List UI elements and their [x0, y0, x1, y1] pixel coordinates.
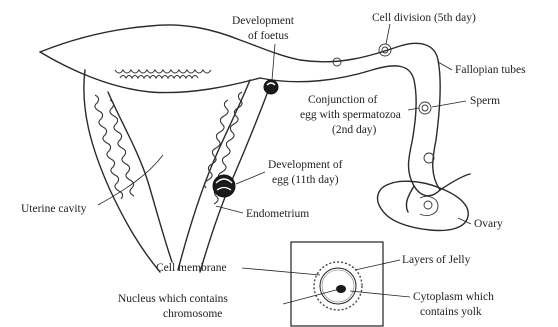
ovary	[378, 181, 469, 230]
endometrium-top-texture	[115, 70, 211, 73]
fallopian-tubes-text: Fallopian tubes	[455, 64, 526, 76]
sperm-text: Sperm	[470, 95, 500, 107]
endometrium-top-texture-2	[120, 76, 198, 79]
egg-inset-frame	[291, 242, 383, 326]
uterus-right-wall	[178, 80, 250, 270]
uterus	[40, 25, 300, 272]
development-of-egg-line1: Development of	[268, 159, 343, 171]
development-of-egg-leader	[236, 172, 265, 184]
label-fallopian-tubes: Fallopian tubes	[438, 62, 526, 76]
label-nucleus: Nucleus which contains chromosome	[118, 290, 336, 320]
endometrium-text: Endometrium	[246, 208, 309, 220]
fertilization-egg-inner	[422, 105, 428, 111]
development-of-foetus-line2: of foetus	[248, 30, 289, 42]
endometrium-left-texture	[95, 95, 123, 199]
label-cell-membrane: Cell membrane	[156, 262, 320, 275]
label-layers-of-jelly: Layers of Jelly	[355, 254, 471, 270]
developing-embryos	[213, 80, 278, 197]
layers-of-jelly-leader	[355, 260, 400, 270]
development-of-egg-line2: egg (11th day)	[272, 174, 339, 186]
cytoplasm-line2: contains yolk	[420, 306, 482, 318]
egg-inset	[291, 242, 383, 326]
development-of-foetus-line1: Development	[232, 15, 295, 27]
conjunction-leader	[408, 108, 419, 110]
label-conjunction: Conjunction of egg with spermatozoa (2nd…	[300, 94, 419, 136]
cell-membrane-text: Cell membrane	[156, 262, 227, 274]
ovary-text: Ovary	[474, 218, 503, 230]
cytoplasm-line1: Cytoplasm which	[413, 291, 494, 303]
development-of-foetus-leader	[272, 44, 275, 80]
label-ovary: Ovary	[458, 218, 503, 230]
nucleus-line1: Nucleus which contains	[118, 293, 228, 305]
label-development-of-egg: Development of egg (11th day)	[236, 159, 343, 186]
cell-division-leader	[386, 24, 390, 44]
egg-11th-day	[213, 175, 235, 197]
ovary-outline	[378, 181, 469, 230]
label-cell-division: Cell division (5th day)	[372, 12, 476, 44]
sperm-leader	[432, 101, 466, 107]
nucleus	[336, 285, 346, 293]
uterine-cavity-text: Uterine cavity	[21, 203, 87, 215]
fertilization-egg	[419, 102, 431, 114]
layers-of-jelly-text: Layers of Jelly	[402, 254, 471, 266]
cell-membrane-leader	[242, 268, 320, 275]
conjunction-line3: (2nd day)	[332, 124, 377, 136]
ovary-egg	[424, 201, 432, 209]
label-sperm: Sperm	[432, 95, 500, 107]
endometrium-left-texture-2	[110, 100, 134, 196]
label-development-of-foetus: Development of foetus	[232, 15, 295, 80]
conjunction-line2: egg with spermatozoa	[300, 109, 401, 121]
label-endometrium: Endometrium	[216, 206, 309, 220]
label-cytoplasm: Cytoplasm which contains yolk	[350, 291, 494, 318]
foetus-marker	[264, 80, 278, 94]
fallopian-tubes-leader	[438, 62, 452, 70]
nucleus-line2: chromosome	[163, 308, 222, 320]
cell-division-text: Cell division (5th day)	[372, 12, 476, 24]
ovary-follicle	[420, 196, 438, 215]
conjunction-line1: Conjunction of	[308, 94, 377, 106]
cytoplasm-leader	[350, 291, 410, 297]
